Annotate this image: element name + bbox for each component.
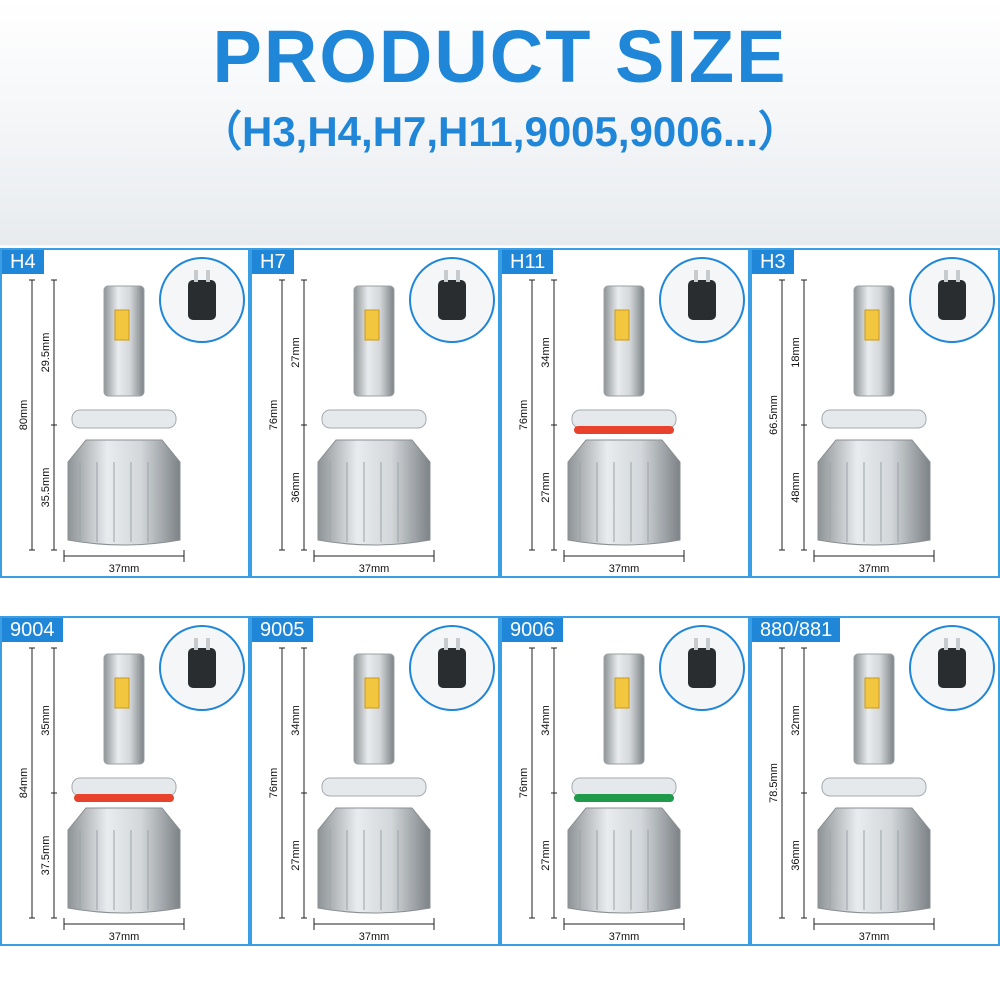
connector-inset [409,257,495,343]
page-title: PRODUCT SIZE [212,15,788,98]
panel-label: 9004 [2,618,63,642]
connector-inset [409,625,495,711]
connector-inset [659,625,745,711]
bulb-illustration: 76mm 34mm 27mm 37mm [268,625,495,943]
dim-width: 37mm [109,931,140,943]
connector-inset [659,257,745,343]
panel-9006: 76mm 34mm 27mm 37mm 9006 [500,616,750,946]
dim-total: 84mm [18,768,30,799]
dim-top: 32mm [790,705,802,736]
panel-h11: 76mm 34mm 27mm 37mm H11 [500,248,750,578]
panel-label: H3 [752,250,794,274]
bulb-illustration: 78.5mm 32mm 36mm 37mm [768,625,995,943]
panel-label: H4 [2,250,44,274]
dim-total: 78.5mm [768,763,780,803]
panel-9004: 84mm 35mm 37.5mm 37mm 9004 [0,616,250,946]
connector-inset [909,257,995,343]
panel-label: H11 [502,250,554,274]
dim-top: 18mm [790,337,802,368]
dim-bottom: 27mm [290,840,302,871]
dim-top: 34mm [290,705,302,736]
bulb-illustration: 76mm 27mm 36mm 37mm [268,257,495,575]
bulb-illustration: 66.5mm 18mm 48mm 37mm [768,257,995,575]
bulb-illustration: 84mm 35mm 37.5mm 37mm [18,625,245,943]
page-subtitle: （H3,H4,H7,H11,9005,9006...） [199,108,801,155]
panel-label: H7 [252,250,294,274]
bulb-illustration: 76mm 34mm 27mm 37mm [518,625,745,943]
dim-bottom: 35.5mm [40,468,52,508]
dim-width: 37mm [359,563,390,575]
dim-top: 34mm [540,337,552,368]
dim-width: 37mm [609,931,640,943]
dim-total: 76mm [518,400,530,431]
dim-top: 27mm [290,337,302,368]
panel-880-881: 78.5mm 32mm 36mm 37mm 880/881 [750,616,1000,946]
dim-total: 76mm [268,768,280,799]
dim-width: 37mm [859,563,890,575]
panel-label: 9006 [502,618,563,642]
panel-h4: 80mm 29.5mm 35.5mm 37mm H4 [0,248,250,578]
connector-inset [159,257,245,343]
dim-total: 76mm [518,768,530,799]
dim-total: 76mm [268,400,280,431]
dim-total: 80mm [18,400,30,431]
bulb-illustration: 80mm 29.5mm 35.5mm 37mm [18,257,245,575]
dim-top: 29.5mm [40,333,52,373]
dim-bottom: 37.5mm [40,836,52,876]
dim-width: 37mm [859,931,890,943]
panel-h7: 76mm 27mm 36mm 37mm H7 [250,248,500,578]
panel-9005: 76mm 34mm 27mm 37mm 9005 [250,616,500,946]
connector-inset [909,625,995,711]
dim-bottom: 27mm [540,472,552,503]
dim-top: 34mm [540,705,552,736]
dim-width: 37mm [109,563,140,575]
dim-width: 37mm [609,563,640,575]
header: PRODUCT SIZE （H3,H4,H7,H11,9005,9006...） [0,0,1000,240]
panel-h3: 66.5mm 18mm 48mm 37mm H3 [750,248,1000,578]
dim-bottom: 48mm [790,472,802,503]
dim-width: 37mm [359,931,390,943]
connector-inset [159,625,245,711]
dim-bottom: 36mm [790,840,802,871]
dim-bottom: 27mm [540,840,552,871]
dim-total: 66.5mm [768,395,780,435]
panel-label: 9005 [252,618,313,642]
dim-bottom: 36mm [290,472,302,503]
bulb-illustration: 76mm 34mm 27mm 37mm [518,257,745,575]
panel-label: 880/881 [752,618,841,642]
dim-top: 35mm [40,705,52,736]
